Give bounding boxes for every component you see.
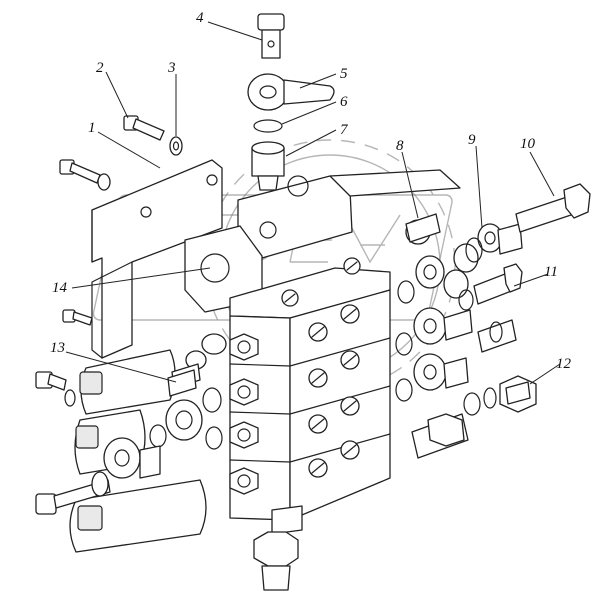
callout-1: 1 xyxy=(88,120,96,136)
callout-6: 6 xyxy=(340,94,348,110)
spool-housing-3 xyxy=(69,479,207,553)
right-fittings-row-3 xyxy=(395,353,469,402)
right-fittings-row-1 xyxy=(397,223,523,304)
callout-4: 4 xyxy=(196,10,204,26)
part-8-fitting xyxy=(405,213,441,245)
bracket-bolt-upper xyxy=(59,159,111,191)
part-9-ring xyxy=(465,237,483,263)
callout-5: 5 xyxy=(340,66,348,82)
callout-8: 8 xyxy=(396,138,404,154)
adapter-part-7 xyxy=(251,141,285,191)
washer-part-3 xyxy=(169,136,183,156)
callout-11: 11 xyxy=(544,264,558,280)
left-port-hex-nuts xyxy=(229,333,259,495)
right-fittings-row-2 xyxy=(395,307,517,356)
slotted-plugs xyxy=(281,257,361,478)
callout-7: 7 xyxy=(340,122,349,138)
leader-lines xyxy=(65,21,561,385)
spool-housing-1 xyxy=(79,349,176,415)
callout-9: 9 xyxy=(468,132,476,148)
callout-14: 14 xyxy=(52,280,68,296)
bracket-bolt-lower xyxy=(62,309,93,326)
banjo-bolt-part-4 xyxy=(257,13,285,59)
seal-ring-part-6 xyxy=(253,119,283,133)
part-12-fitting xyxy=(463,375,537,416)
callout-2: 2 xyxy=(96,60,104,76)
callout-3: 3 xyxy=(167,60,176,76)
callout-10: 10 xyxy=(520,136,536,152)
callout-12: 12 xyxy=(556,356,572,372)
mounting-bracket xyxy=(91,159,223,359)
bolt-left-middle xyxy=(35,371,76,407)
banjo-fitting-part-5 xyxy=(247,73,335,111)
part-10-bolt xyxy=(515,183,591,233)
top-cover-plate xyxy=(237,169,461,259)
callout-labels: 4 5 6 7 2 3 1 8 9 10 11 12 13 14 xyxy=(50,10,572,372)
bolt-part-2 xyxy=(123,115,165,141)
long-bolt-bottom-left xyxy=(35,471,111,515)
right-long-fitting xyxy=(411,413,469,459)
part-13-fitting xyxy=(167,369,197,397)
callout-13: 13 xyxy=(50,340,65,356)
bottom-fitting xyxy=(253,505,303,591)
